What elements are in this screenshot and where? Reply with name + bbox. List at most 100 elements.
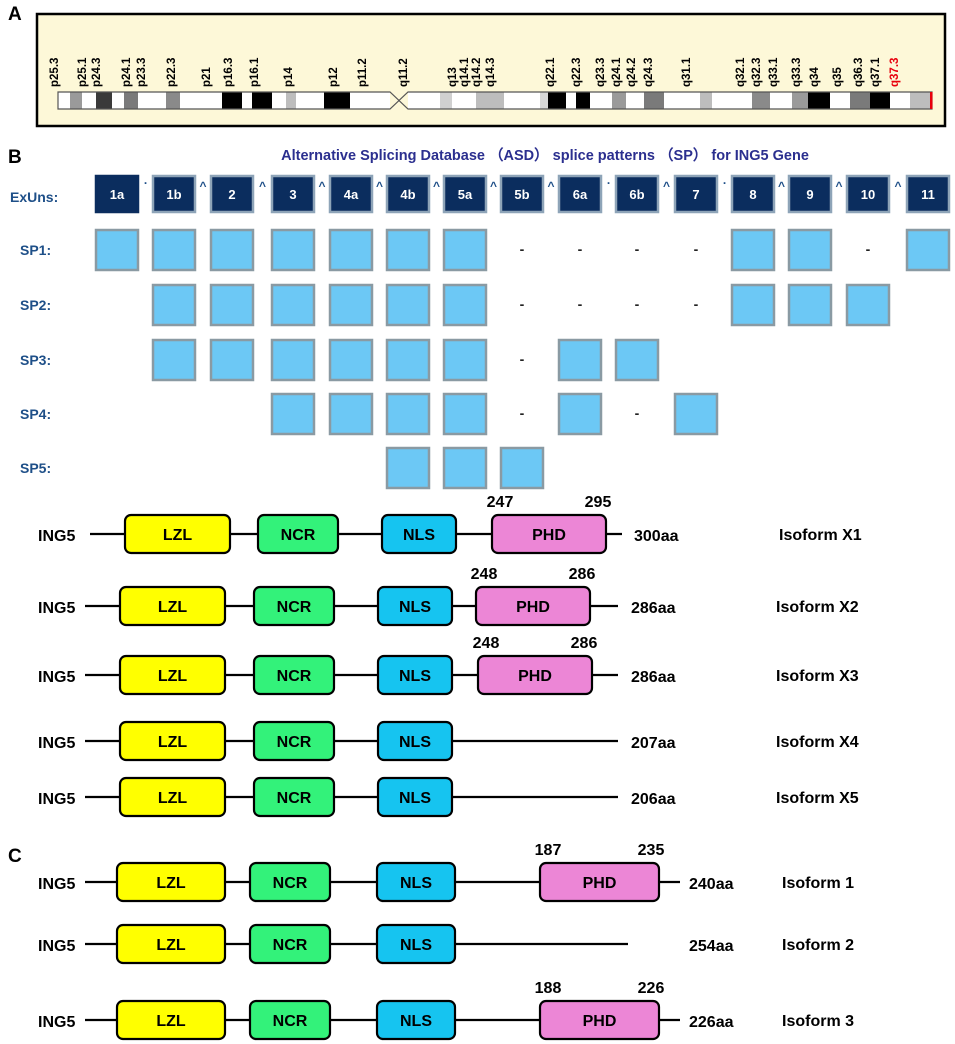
- exon-3: 3: [270, 174, 316, 214]
- exon-included: [385, 283, 431, 327]
- splice-pattern-rows: SP1:-----SP2:----SP3:-SP4:--SP5:: [20, 228, 951, 490]
- phd-start-position: 247: [487, 494, 514, 511]
- band-label: p25.3: [49, 58, 61, 87]
- nls-label: NLS: [400, 937, 432, 954]
- gene-label: ING5: [38, 669, 75, 686]
- chromosome-band: [96, 92, 112, 109]
- splice-pattern-label: SP1:: [20, 242, 51, 258]
- chromosome-band: [286, 92, 296, 109]
- exon-included: [328, 228, 374, 272]
- exon-11: 11: [905, 174, 951, 214]
- chromosome-band: [70, 92, 82, 109]
- exon-included: [557, 338, 603, 382]
- chromosome-band: [752, 92, 770, 109]
- band-label: q11.2: [398, 58, 410, 87]
- band-label: q36.3: [853, 58, 865, 87]
- chromosome-band: [664, 92, 700, 109]
- exon-skipped: -: [635, 241, 640, 257]
- band-label: p23.3: [136, 58, 148, 87]
- nls-label: NLS: [399, 734, 431, 751]
- exon-included: [385, 338, 431, 382]
- chromosome-band: [296, 92, 324, 109]
- gene-label: ING5: [38, 876, 75, 893]
- splice-pattern-label: SP4:: [20, 406, 51, 422]
- exon-label: 3: [289, 187, 296, 202]
- band-label: p24.1: [121, 57, 133, 87]
- exon-separator: .: [723, 173, 726, 187]
- band-label: p12: [328, 67, 340, 87]
- chromosome-band: [700, 92, 712, 109]
- exon-8: 8: [730, 174, 776, 214]
- phd-end-position: 235: [638, 842, 665, 859]
- band-label: q22.3: [571, 58, 583, 87]
- chromosome-band: [576, 92, 590, 109]
- chromosome-band: [612, 92, 626, 109]
- isoform-name: Isoform 3: [782, 1013, 854, 1030]
- isoform-name: Isoform X4: [776, 734, 859, 751]
- exon-box: [673, 174, 719, 214]
- exon-included: [614, 338, 660, 382]
- nls-label: NLS: [399, 790, 431, 807]
- exon-separator: ^: [490, 179, 497, 193]
- band-label: q24.3: [643, 58, 655, 87]
- isoform-name: Isoform X5: [776, 790, 859, 807]
- chromosome-band: [830, 92, 850, 109]
- chromosome-band: [222, 92, 242, 109]
- phd-domain: [474, 585, 592, 627]
- exon-separator: ^: [835, 179, 842, 193]
- ncr-label: NCR: [277, 790, 312, 807]
- exon-1a: 1a: [94, 174, 140, 214]
- band-label: p16.3: [223, 58, 235, 87]
- band-label: q14.1: [459, 57, 471, 87]
- exon-included: [385, 392, 431, 436]
- exon-box: [614, 174, 660, 214]
- chromosome-band: [350, 92, 390, 109]
- lzl-label: LZL: [156, 875, 186, 892]
- exon-box: [328, 174, 374, 214]
- band-label: p24.3: [91, 58, 103, 87]
- exon-box: [151, 174, 197, 214]
- panel-label-a: A: [8, 4, 22, 25]
- exon-label: 8: [749, 187, 756, 202]
- lzl-domain: [118, 776, 227, 818]
- exon-included: [270, 283, 316, 327]
- phd-start-position: 188: [535, 980, 562, 997]
- chromosome-band: [408, 92, 440, 109]
- chromosome-band: [252, 92, 272, 109]
- exon-included: [730, 283, 776, 327]
- exon-box: [787, 174, 833, 214]
- exon-separator: ^: [433, 179, 440, 193]
- chromosome-band: [124, 92, 138, 109]
- chromosome-band: [890, 92, 910, 109]
- exon-included: [845, 283, 891, 327]
- exon-box: [499, 174, 545, 214]
- band-label: q37.1: [870, 57, 882, 87]
- band-label: q35: [832, 67, 844, 87]
- exon-skipped: -: [694, 296, 699, 312]
- chromosome-band: [324, 92, 350, 109]
- lzl-label: LZL: [158, 668, 188, 685]
- exon-included: [787, 228, 833, 272]
- exon-separator: .: [144, 173, 147, 187]
- chromosome-band: [242, 92, 252, 109]
- isoform-name: Isoform X3: [776, 668, 859, 685]
- exon-included: [94, 228, 140, 272]
- exon-included: [442, 392, 488, 436]
- chromosome-band: [808, 92, 830, 109]
- exon-included: [270, 392, 316, 436]
- band-label: q31.1: [681, 57, 693, 87]
- ncr-label: NCR: [277, 734, 312, 751]
- exon-label: 6a: [573, 187, 588, 202]
- exon-included: [209, 338, 255, 382]
- ncr-label: NCR: [273, 1013, 308, 1030]
- band-label: q14.3: [485, 58, 497, 87]
- phd-domain: [476, 654, 594, 696]
- band-label: q24.2: [626, 58, 638, 87]
- exon-included: [151, 283, 197, 327]
- exon-separator: ^: [778, 179, 785, 193]
- exon-2: 2: [209, 174, 255, 214]
